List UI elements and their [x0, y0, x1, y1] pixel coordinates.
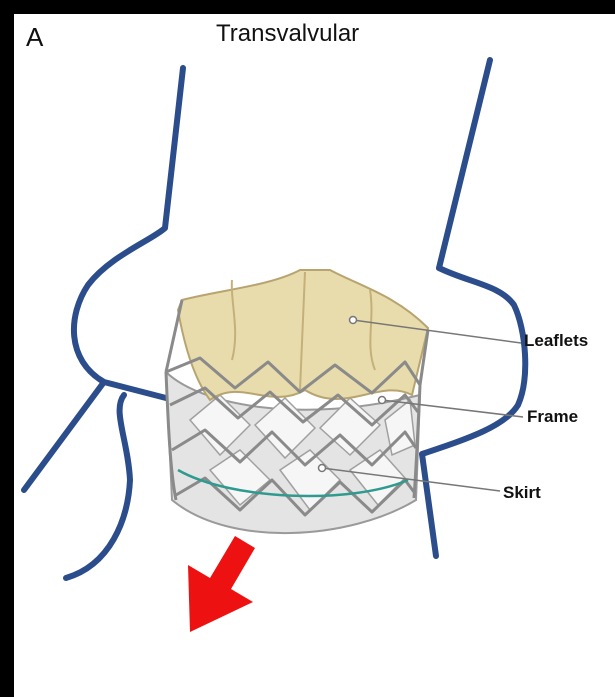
left-vessel-wall — [24, 68, 183, 578]
label-skirt: Skirt — [503, 483, 541, 503]
paravalvular-leak-arrow — [188, 536, 255, 632]
label-frame: Frame — [527, 407, 578, 427]
right-vessel-wall — [422, 60, 525, 556]
label-leaflets: Leaflets — [524, 331, 588, 351]
valve-leaflets — [178, 270, 428, 400]
panel-letter: A — [26, 22, 43, 53]
panel-title: Transvalvular — [216, 20, 359, 48]
